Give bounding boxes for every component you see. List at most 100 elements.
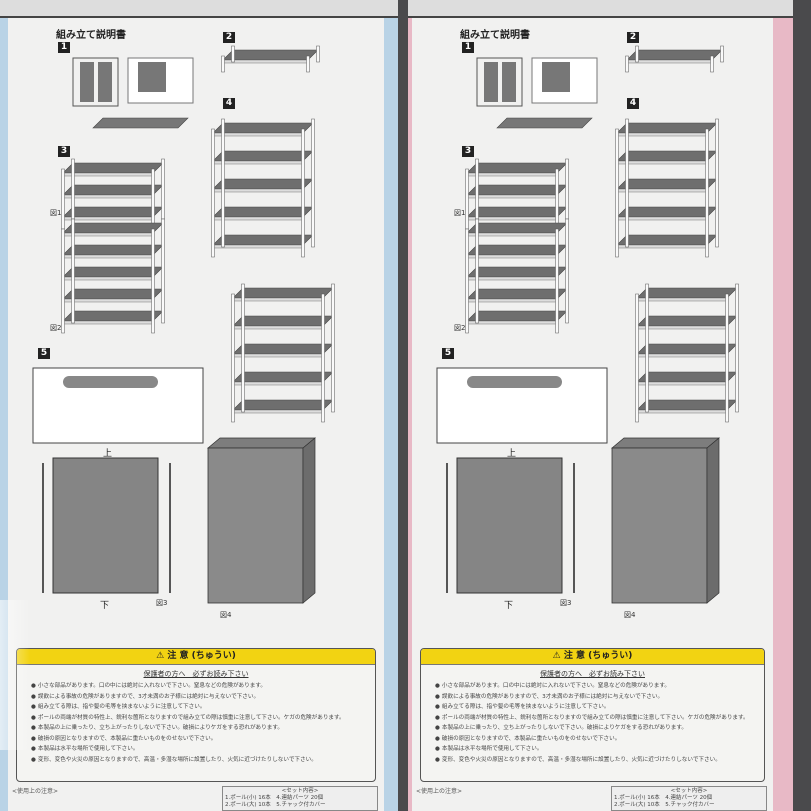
- manual-title: 組み立て説明書: [460, 30, 530, 41]
- figure-label: 図2: [454, 324, 466, 332]
- assembly-illustrations: [32, 45, 335, 604]
- pole: [705, 128, 709, 258]
- caution-item: 変形、変色や火災の原因となりますので、高温・多湿な場所に設置したり、火気に近づけ…: [17, 755, 375, 766]
- step-number: 5: [38, 348, 50, 359]
- shelf: [62, 310, 164, 322]
- top-label: 上: [103, 449, 113, 459]
- pole: [151, 168, 155, 230]
- pole: [465, 168, 469, 230]
- pole: [645, 283, 649, 413]
- figure-label: 図3: [560, 599, 572, 607]
- pole: [331, 283, 335, 413]
- figure-label: 図1: [454, 209, 466, 217]
- shelf: [466, 244, 568, 256]
- shelf: [212, 122, 314, 134]
- rack-step2: [221, 45, 320, 73]
- pole: [321, 293, 325, 423]
- shelf: [62, 244, 164, 256]
- pole: [241, 283, 245, 413]
- caution-item: 小さな部品があります。口の中には絶対に入れないで下さい。窒息などの危険があります…: [17, 681, 375, 692]
- caution-item: 本製品の上に乗ったり、立ち上がったりしないで下さい。破損によりケガをする恐れがあ…: [17, 723, 375, 734]
- shelf: [62, 162, 164, 174]
- shelf: [466, 222, 568, 234]
- step-number: 4: [627, 98, 639, 109]
- bottom-label: 下: [100, 601, 110, 611]
- caution-box: ⚠ 注 意 (ちゅうい)保護者の方へ 必ずお読み下さい小さな部品があります。口の…: [420, 648, 765, 782]
- caution-item: 破損の原因となりますので、本製品に重たいものをのせないで下さい。: [421, 734, 764, 745]
- caution-item: 組み立てる際は、指や髪の毛等を挟まないように注意して下さい。: [421, 702, 764, 713]
- caution-item: 本製品は水平な場所で使用して下さい。: [421, 744, 764, 755]
- shelf: [466, 288, 568, 300]
- pole: [231, 293, 235, 423]
- shelf: [232, 371, 334, 383]
- caution-item: 小さな部品があります。口の中には絶対に入れないで下さい。窒息などの危険があります…: [421, 681, 764, 692]
- pole: [221, 55, 225, 73]
- figure-label: 図4: [624, 611, 636, 619]
- figure-label: 図2: [50, 324, 62, 332]
- shelf: [616, 206, 718, 218]
- box-top-flap: [0, 0, 398, 18]
- pole: [475, 158, 479, 220]
- step-number: 4: [223, 98, 235, 109]
- pole: [71, 218, 75, 324]
- covered-rack-fig4: [207, 437, 316, 604]
- shelf: [636, 343, 738, 355]
- usage-notes-heading: <使用上の注意>: [416, 788, 463, 795]
- shelf: [636, 287, 738, 299]
- pole: [735, 283, 739, 413]
- pole: [475, 218, 479, 324]
- set-contents-heading: <セット内容>: [670, 788, 708, 794]
- shelf: [62, 288, 164, 300]
- caution-item: 誤飲による事故の危険がありますので、3才未満のお子様には絶対に与えないで下さい。: [421, 692, 764, 703]
- shelf: [222, 49, 319, 61]
- step-number: 2: [223, 32, 235, 43]
- caution-item: ポールの両端が材質の特性上、鋭利な箇所となりますので組み立ての際は慎重に注意して…: [421, 713, 764, 724]
- shelf: [636, 371, 738, 383]
- caution-item: 組み立てる際は、指や髪の毛等を挟まないように注意して下さい。: [17, 702, 375, 713]
- pole: [301, 128, 305, 258]
- pole: [710, 55, 714, 73]
- box-top-flap: [408, 0, 793, 18]
- shelf: [636, 315, 738, 327]
- figure-label: 図3: [156, 599, 168, 607]
- pole: [725, 293, 729, 423]
- set-contents-heading: <セット内容>: [281, 788, 319, 794]
- pole: [720, 45, 724, 63]
- shelf: [62, 222, 164, 234]
- figure-label: 図1: [50, 209, 62, 217]
- shelf: [616, 178, 718, 190]
- shelf: [232, 399, 334, 411]
- pole: [61, 228, 65, 334]
- pole: [615, 128, 619, 258]
- rack-fig3: [231, 283, 335, 423]
- shelf: [626, 49, 723, 61]
- caution-item: 破損の原因となりますので、本製品に重たいものをのせないで下さい。: [17, 734, 375, 745]
- rolled-cover: [63, 376, 158, 388]
- caution-item: 変形、変色や火災の原因となりますので、高温・多湿な場所に設置したり、火気に近づけ…: [421, 755, 764, 766]
- step-number: 1: [58, 42, 70, 53]
- pole: [306, 55, 310, 73]
- set-contents-line: 1.ポール(小) 16本 4.連結パーツ 20個: [225, 795, 324, 801]
- top-label: 上: [507, 449, 517, 459]
- set-contents-line: 1.ポール(小) 16本 4.連結パーツ 20個: [614, 795, 713, 801]
- shelf: [62, 184, 164, 196]
- shelf: [62, 206, 164, 218]
- step-number: 5: [442, 348, 454, 359]
- rack-step4: [211, 118, 315, 258]
- set-contents-line: 2.ポール(大) 10本 5.チャック付カバー: [614, 802, 715, 808]
- caution-box: ⚠ 注 意 (ちゅうい)保護者の方へ 必ずお読み下さい小さな部品があります。口の…: [16, 648, 376, 782]
- shelf: [496, 117, 593, 129]
- pole: [555, 168, 559, 230]
- rack-fig2: [61, 218, 165, 334]
- shelf: [466, 162, 568, 174]
- shelf: [636, 399, 738, 411]
- shelf: [62, 266, 164, 278]
- pole: [61, 168, 65, 230]
- shelf: [212, 178, 314, 190]
- shelf: [616, 150, 718, 162]
- pole: [565, 218, 569, 324]
